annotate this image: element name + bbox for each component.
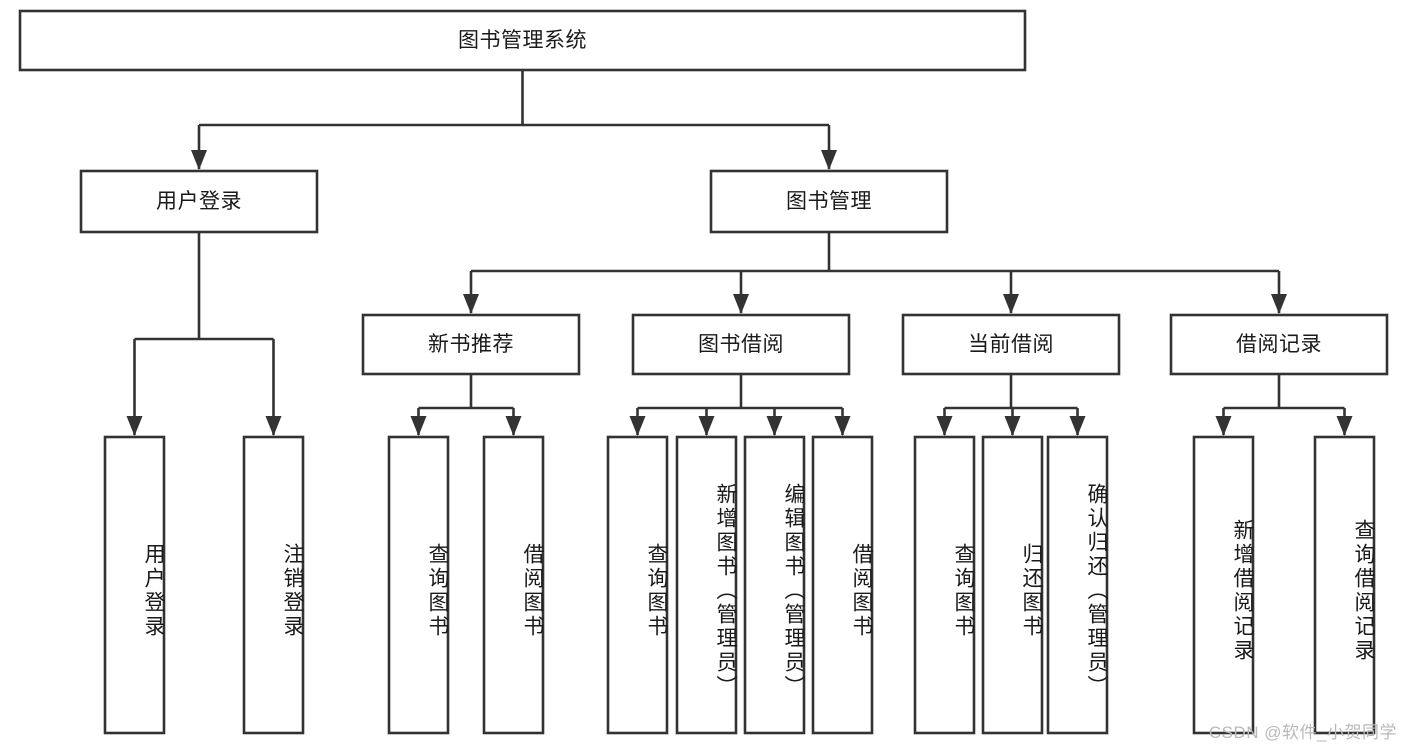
node-leaf-10[interactable] bbox=[1046, 435, 1109, 735]
arrow-head-icon bbox=[126, 416, 143, 436]
arrow-head-icon bbox=[834, 416, 851, 436]
node-leaf-1[interactable] bbox=[242, 435, 305, 735]
node-level1-book-manage[interactable] bbox=[709, 169, 949, 234]
node-level2-current-borrow[interactable] bbox=[901, 313, 1121, 376]
arrow-head-icon bbox=[265, 416, 282, 436]
arrow-head-icon bbox=[1215, 416, 1232, 436]
arrow-head-icon bbox=[1004, 416, 1021, 436]
arrow-head-icon bbox=[463, 294, 479, 314]
node-leaf-2[interactable] bbox=[387, 435, 450, 735]
arrow-head-icon bbox=[821, 150, 837, 170]
node-level2-book-borrow[interactable] bbox=[631, 313, 851, 376]
arrow-head-icon bbox=[1336, 416, 1353, 436]
arrow-head-icon bbox=[698, 416, 715, 436]
node-leaf-9[interactable] bbox=[981, 435, 1044, 735]
arrow-head-icon bbox=[766, 416, 783, 436]
node-leaf-4[interactable] bbox=[606, 435, 669, 735]
arrow-head-icon bbox=[629, 416, 646, 436]
arrow-head-icon bbox=[1003, 294, 1019, 314]
arrow-head-icon bbox=[1069, 416, 1086, 436]
node-leaf-3[interactable] bbox=[482, 435, 545, 735]
node-level2-new-book-recommend[interactable] bbox=[361, 313, 581, 376]
node-leaf-11[interactable] bbox=[1192, 435, 1255, 735]
node-leaf-5[interactable] bbox=[675, 435, 738, 735]
connector-layer bbox=[126, 70, 1353, 436]
arrow-head-icon bbox=[505, 416, 522, 436]
node-leaf-0[interactable] bbox=[103, 435, 166, 735]
arrow-head-icon bbox=[733, 294, 749, 314]
node-root-system[interactable] bbox=[18, 9, 1027, 72]
arrow-head-icon bbox=[410, 416, 427, 436]
node-level2-borrow-record[interactable] bbox=[1169, 313, 1389, 376]
arrow-head-icon bbox=[1271, 294, 1287, 314]
arrow-head-icon bbox=[191, 150, 207, 170]
watermark: CSDN @软件_小贺同学 bbox=[1208, 723, 1397, 742]
node-leaf-12[interactable] bbox=[1313, 435, 1376, 735]
node-leaf-8[interactable] bbox=[913, 435, 976, 735]
box-layer bbox=[18, 9, 1389, 735]
node-leaf-6[interactable] bbox=[743, 435, 806, 735]
node-level1-user-login[interactable] bbox=[79, 169, 319, 234]
node-leaf-7[interactable] bbox=[811, 435, 874, 735]
arrow-head-icon bbox=[936, 416, 953, 436]
